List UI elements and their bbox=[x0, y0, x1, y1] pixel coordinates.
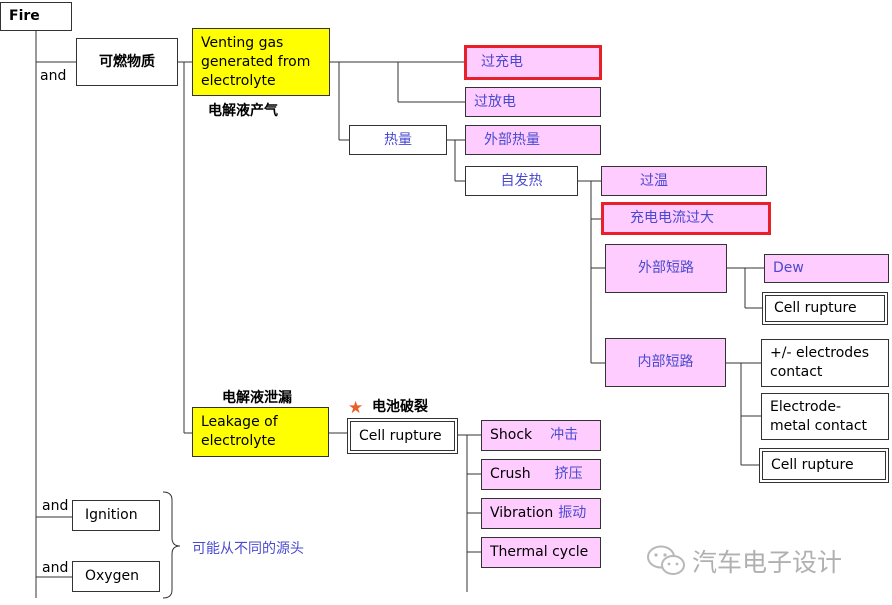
venting-gas-node: Venting gas generated from electrolyte bbox=[192, 28, 330, 96]
shock-node: Shock 冲击 bbox=[481, 420, 601, 451]
external-heat-node: 外部热量 bbox=[465, 125, 601, 155]
overtemp-node: 过温 bbox=[601, 166, 767, 196]
combustible-node: 可燃物质 bbox=[76, 38, 178, 86]
vibration-node: Vibration 振动 bbox=[481, 498, 601, 529]
shock-label: Shock bbox=[490, 427, 533, 443]
cell-rupture-leakage-node: Cell rupture bbox=[347, 418, 458, 454]
crush-node: Crush 挤压 bbox=[481, 459, 601, 490]
vibration-cn-label: 振动 bbox=[558, 505, 587, 521]
thermal-cycle-node: Thermal cycle bbox=[481, 537, 601, 568]
overcharge-node: 过充电 bbox=[464, 45, 602, 80]
overdischarge-node: 过放电 bbox=[465, 87, 601, 117]
external-short-node: 外部短路 bbox=[605, 244, 727, 293]
internal-short-node: 内部短路 bbox=[605, 338, 726, 387]
battery-rupture-cn-label: 电池破裂 bbox=[372, 399, 428, 415]
watermark-text: 汽车电子设计 bbox=[692, 548, 843, 577]
charge-overcurrent-node: 充电电流过大 bbox=[601, 202, 771, 235]
and-label-combustible: and bbox=[40, 68, 67, 84]
venting-gas-cn-label: 电解液产气 bbox=[208, 103, 278, 119]
wechat-icon bbox=[647, 545, 685, 575]
cell-rupture-external-node: Cell rupture bbox=[762, 292, 888, 325]
and-label-oxygen: and bbox=[42, 560, 69, 576]
crush-cn-label: 挤压 bbox=[554, 466, 583, 482]
pm-electrodes-node: +/- electrodes contact bbox=[761, 339, 889, 387]
heat-node: 热量 bbox=[349, 125, 447, 155]
star-icon: ★ bbox=[348, 398, 364, 418]
crush-label: Crush bbox=[490, 466, 531, 482]
leakage-cn-label: 电解液泄漏 bbox=[222, 390, 292, 406]
shock-cn-label: 冲击 bbox=[550, 427, 579, 443]
dew-node: Dew bbox=[764, 254, 889, 283]
cell-rupture-internal-node: Cell rupture bbox=[759, 448, 889, 483]
and-label-ignition: and bbox=[42, 498, 69, 514]
sources-note: 可能从不同的源头 bbox=[192, 541, 304, 557]
electrode-metal-node: Electrode-metal contact bbox=[761, 393, 889, 440]
vibration-label: Vibration bbox=[490, 505, 554, 521]
watermark: 汽车电子设计 bbox=[646, 543, 842, 579]
fire-root: Fire bbox=[0, 2, 72, 31]
leakage-node: Leakage of electrolyte bbox=[192, 407, 329, 457]
self-heating-node: 自发热 bbox=[465, 166, 578, 196]
ignition-node: Ignition bbox=[72, 500, 160, 531]
oxygen-node: Oxygen bbox=[72, 561, 160, 592]
